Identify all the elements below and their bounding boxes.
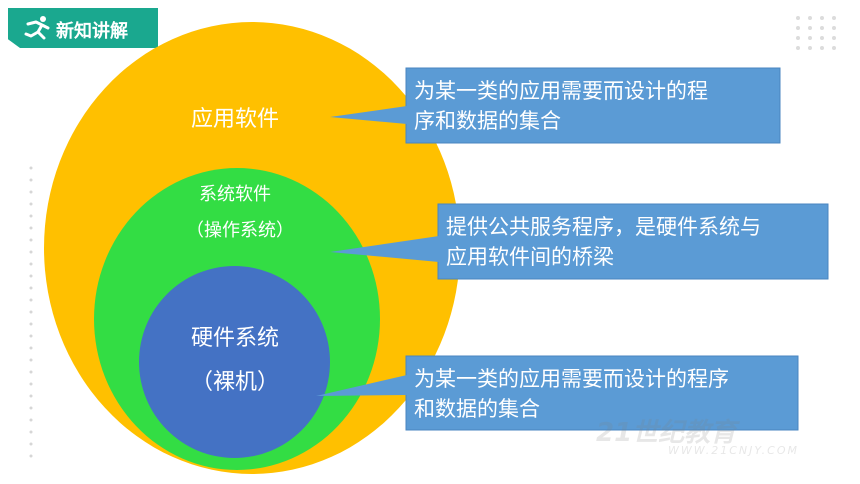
callout-2-shape: [330, 203, 829, 280]
callout-2-line2: 应用软件间的桥梁: [446, 245, 614, 269]
callout-3-line2: 和数据的集合: [414, 397, 540, 421]
callout-1-text: 为某一类的应用需要而设计的程 序和数据的集合: [414, 76, 774, 136]
system-software-label: 系统软件: [199, 184, 271, 205]
callout-3-shape: [316, 355, 799, 431]
operating-system-label: （操作系统）: [186, 220, 294, 241]
application-software-label: 应用软件: [190, 107, 279, 132]
dot-grid-decoration: [796, 16, 836, 50]
section-title: 新知讲解: [56, 21, 128, 42]
dotted-line-decoration: [29, 166, 33, 458]
watermark-url: WWW.21CNJY.COM: [668, 444, 800, 457]
callout-1-line1: 为某一类的应用需要而设计的程: [414, 79, 708, 103]
callout-3-line1: 为某一类的应用需要而设计的程序: [414, 367, 729, 391]
runner-icon: [24, 16, 50, 40]
section-badge: 新知讲解: [8, 8, 158, 48]
callout-2-text: 提供公共服务程序，是硬件系统与 应用软件间的桥梁: [446, 212, 826, 272]
hardware-system-circle: [139, 266, 330, 458]
callout-3-text: 为某一类的应用需要而设计的程序 和数据的集合: [414, 364, 796, 424]
callout-2-line1: 提供公共服务程序，是硬件系统与: [446, 215, 761, 239]
callout-1-shape: [330, 67, 781, 144]
callout-1-line2: 序和数据的集合: [414, 109, 561, 133]
watermark-logo: 21世纪教育: [596, 418, 737, 448]
hardware-system-label: 硬件系统: [190, 326, 279, 351]
bare-machine-label: （裸机）: [190, 370, 279, 395]
